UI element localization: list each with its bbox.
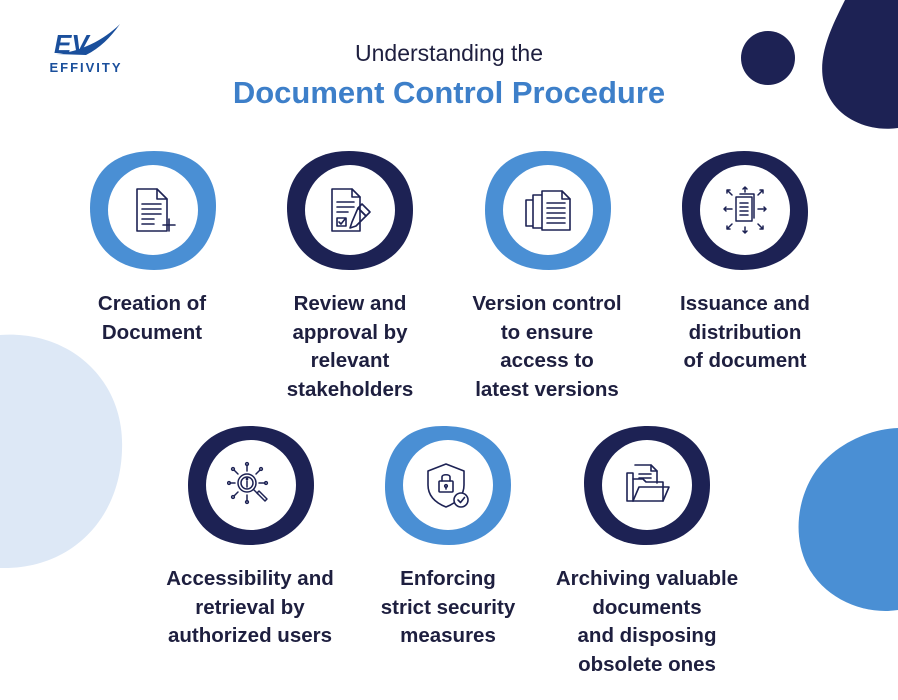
page-subtitle: Understanding the bbox=[355, 40, 543, 66]
caption-line: Enforcing bbox=[400, 567, 496, 590]
caption-line: strict security bbox=[380, 595, 516, 619]
caption-line: Archiving valuable bbox=[555, 567, 739, 590]
caption-line: access to bbox=[500, 349, 594, 372]
caption-line: Version control bbox=[472, 292, 622, 315]
caption-line: latest versions bbox=[475, 377, 619, 401]
step-caption: Version control to ensure access to late… bbox=[447, 290, 647, 404]
step-caption: Enforcing strict security measures bbox=[348, 565, 548, 651]
caption-line: documents bbox=[592, 595, 702, 619]
caption-line: Document bbox=[101, 320, 203, 344]
caption-line: and disposing bbox=[577, 624, 717, 647]
step-caption: Review and approval by relevant stakehol… bbox=[250, 290, 450, 404]
logo-wordmark: EFFIVITY bbox=[49, 60, 123, 75]
icon-ring bbox=[90, 151, 216, 270]
caption-line: of document bbox=[683, 349, 807, 372]
icon-ring bbox=[287, 151, 413, 270]
caption-line: authorized users bbox=[167, 624, 333, 647]
archive-folder-icon bbox=[626, 464, 670, 502]
effivity-logo: EV EFFIVITY bbox=[30, 24, 142, 76]
step-caption: Archiving valuable documents and disposi… bbox=[547, 565, 747, 679]
icon-ring bbox=[188, 426, 314, 545]
document-distribution-icon bbox=[723, 186, 767, 234]
decorative-light-blue-circle bbox=[0, 334, 123, 569]
caption-line: obsolete ones bbox=[578, 652, 716, 676]
caption-line: Issuance and bbox=[680, 292, 810, 315]
document-plus-icon bbox=[136, 188, 176, 232]
logo-mark-text: EV bbox=[54, 29, 91, 59]
step-caption: Issuance and distribution of document bbox=[645, 290, 845, 376]
caption-line: distribution bbox=[688, 320, 802, 344]
step-caption: Accessibility and retrieval by authorize… bbox=[150, 565, 350, 651]
caption-line: to ensure bbox=[500, 320, 594, 344]
caption-line: Creation of bbox=[97, 292, 207, 315]
document-versions-icon bbox=[525, 190, 571, 231]
caption-line: stakeholders bbox=[286, 377, 414, 401]
document-approval-icon bbox=[331, 188, 371, 232]
caption-line: approval by bbox=[292, 320, 408, 344]
caption-line: relevant bbox=[310, 349, 390, 372]
decorative-navy-blob-top-right bbox=[822, 0, 898, 129]
page-title: Document Control Procedure bbox=[232, 75, 666, 110]
decorative-navy-circle bbox=[741, 31, 795, 85]
search-info-icon bbox=[227, 461, 269, 505]
caption-line: retrieval by bbox=[195, 595, 305, 619]
caption-line: measures bbox=[400, 624, 496, 647]
step-caption: Creation of Document bbox=[52, 290, 252, 347]
security-shield-icon bbox=[427, 463, 469, 508]
icon-ring bbox=[584, 426, 710, 545]
caption-line: Review and bbox=[293, 292, 407, 315]
logo-mark: EV bbox=[54, 24, 120, 59]
decorative-blue-blob-right bbox=[798, 428, 898, 611]
caption-line: Accessibility and bbox=[166, 567, 334, 590]
